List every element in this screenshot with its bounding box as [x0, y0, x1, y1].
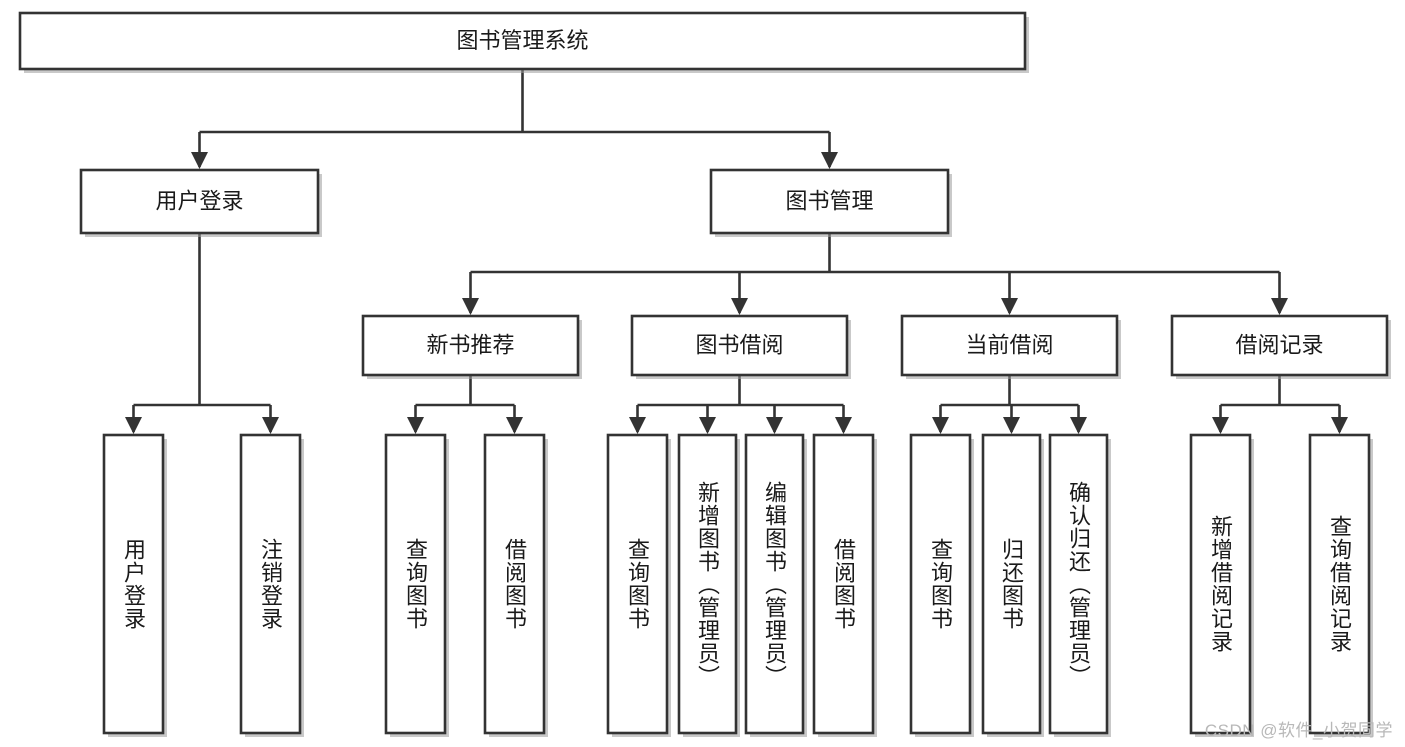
node-box-leaf-confirm-return[interactable]	[1048, 433, 1109, 735]
node-box-current-borrow[interactable]	[900, 314, 1119, 377]
arrow-leaf-3	[506, 417, 523, 434]
node-box-leaf-borrow-book-1[interactable]	[483, 433, 546, 735]
node-box-leaf-borrow-book-2[interactable]	[812, 433, 875, 735]
arrow-leaf-0	[125, 417, 142, 434]
arrow-leaf-6	[766, 417, 783, 434]
node-box-leaf-query-book-1[interactable]	[384, 433, 447, 735]
node-box-leaf-query-book-2[interactable]	[606, 433, 669, 735]
arrow-leaf-2	[407, 417, 424, 434]
node-box-leaf-query-record[interactable]	[1308, 433, 1371, 735]
arrow-leaf-11	[1212, 417, 1229, 434]
arrow-leaf-9	[1003, 417, 1020, 434]
node-box-leaf-add-book[interactable]	[677, 433, 738, 735]
arrow-leaf-12	[1331, 417, 1348, 434]
node-box-leaf-edit-book[interactable]	[744, 433, 805, 735]
node-label-borrow-record: 借阅记录	[1235, 332, 1323, 357]
node-label-new-book-recommend: 新书推荐	[426, 332, 514, 357]
node-label-book-management: 图书管理	[785, 188, 873, 213]
node-label-book-borrow: 图书借阅	[695, 332, 783, 357]
node-label-current-borrow: 当前借阅	[965, 332, 1053, 357]
boxes-layer	[18, 11, 1391, 737]
node-box-new-book-recommend[interactable]	[361, 314, 580, 377]
node-box-leaf-user-login[interactable]	[102, 433, 165, 735]
arrow-leaf-7	[835, 417, 852, 434]
node-box-user-login[interactable]	[79, 168, 320, 235]
arrow-leaf-4	[629, 417, 646, 434]
connectors-layer	[125, 69, 1348, 434]
node-label-user-login: 用户登录	[155, 188, 243, 213]
arrow-level2-0	[191, 152, 208, 169]
node-box-leaf-user-logout[interactable]	[239, 433, 302, 735]
arrow-leaf-10	[1070, 417, 1087, 434]
node-box-leaf-add-record[interactable]	[1189, 433, 1252, 735]
node-box-leaf-return-book[interactable]	[981, 433, 1042, 735]
arrow-leaf-1	[262, 417, 279, 434]
arrow-leaf-5	[699, 417, 716, 434]
arrow-level3-0	[462, 298, 479, 315]
arrow-leaf-8	[932, 417, 949, 434]
node-box-root[interactable]	[18, 11, 1027, 71]
node-label-root: 图书管理系统	[456, 28, 588, 53]
arrow-level3-1	[731, 298, 748, 315]
watermark: CSDN @软件_小贺同学	[1204, 721, 1393, 740]
arrow-level3-2	[1001, 298, 1018, 315]
arrow-level2-1	[821, 152, 838, 169]
arrow-level3-3	[1271, 298, 1288, 315]
node-box-book-borrow[interactable]	[630, 314, 849, 377]
node-box-borrow-record[interactable]	[1170, 314, 1389, 377]
node-box-book-management[interactable]	[709, 168, 950, 235]
node-box-leaf-query-book-3[interactable]	[909, 433, 972, 735]
